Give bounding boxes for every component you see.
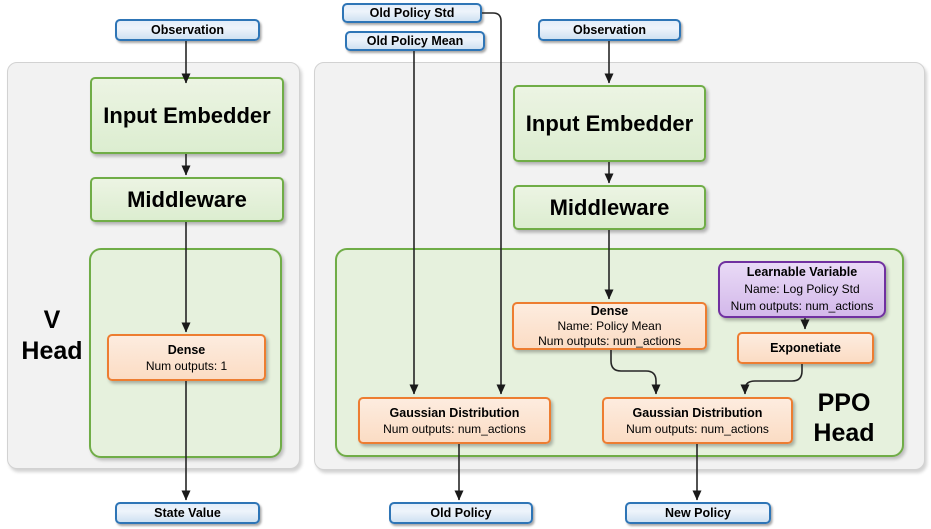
v-head-label-line1: V [43,306,61,334]
learnable-variable-node: Learnable Variable Name: Log Policy Std … [718,261,886,318]
exponetiate-node-label: Exponetiate [770,341,841,355]
v-head-label: V Head [8,305,96,367]
exponetiate-node: Exponetiate [737,332,874,364]
old-policy-output-node: Old Policy [389,502,533,524]
old-policy-mean-node-label: Old Policy Mean [366,34,464,48]
ppo-head-label-line2: Head [813,419,875,447]
old-policy-std-node-label: Old Policy Std [369,6,455,20]
input-embedder-node-v: Input Embedder [90,77,284,154]
middleware-node-v: Middleware [90,177,284,222]
old-policy-mean-node: Old Policy Mean [345,31,485,51]
dense-node-ppo-outputs: Num outputs: num_actions [538,333,681,348]
middleware-node-ppo: Middleware [513,185,706,230]
old-policy-std-node: Old Policy Std [342,3,482,23]
state-value-node: State Value [115,502,260,524]
input-embedder-node-ppo-label: Input Embedder [525,110,694,136]
v-head-label-line2: Head [21,337,83,365]
dense-node-v-outputs: Num outputs: 1 [145,358,228,373]
dense-node-ppo-name: Name: Policy Mean [557,318,662,333]
dense-node-ppo-title: Dense [590,303,629,318]
middleware-node-ppo-label: Middleware [549,194,670,220]
state-value-node-label: State Value [154,506,221,520]
ppo-head-label-line1: PPO [817,389,871,417]
learnable-variable-node-title: Learnable Variable [746,265,858,279]
gaussian-old-outputs: Num outputs: num_actions [383,421,526,436]
dense-node-v-title: Dense [167,342,206,357]
observation-node-v-label: Observation [151,23,224,37]
input-embedder-node-ppo: Input Embedder [513,85,706,162]
input-embedder-node-v-label: Input Embedder [103,102,271,128]
dense-node-ppo: Dense Name: Policy Mean Num outputs: num… [512,302,707,350]
observation-node-v: Observation [115,19,260,41]
gaussian-new-title: Gaussian Distribution [632,405,763,420]
old-policy-output-node-label: Old Policy [430,506,492,520]
gaussian-new-outputs: Num outputs: num_actions [626,421,769,436]
new-policy-output-node-label: New Policy [665,506,731,520]
gaussian-distribution-node-new: Gaussian Distribution Num outputs: num_a… [602,397,793,444]
learnable-variable-node-name: Name: Log Policy Std [744,282,860,296]
observation-node-ppo: Observation [538,19,681,41]
gaussian-old-title: Gaussian Distribution [389,405,520,420]
dense-node-v: Dense Num outputs: 1 [107,334,266,381]
gaussian-distribution-node-old: Gaussian Distribution Num outputs: num_a… [358,397,551,444]
new-policy-output-node: New Policy [625,502,771,524]
observation-node-ppo-label: Observation [573,23,646,37]
ppo-head-label: PPO Head [794,388,894,448]
learnable-variable-node-outputs: Num outputs: num_actions [730,299,874,313]
middleware-node-v-label: Middleware [127,186,247,212]
